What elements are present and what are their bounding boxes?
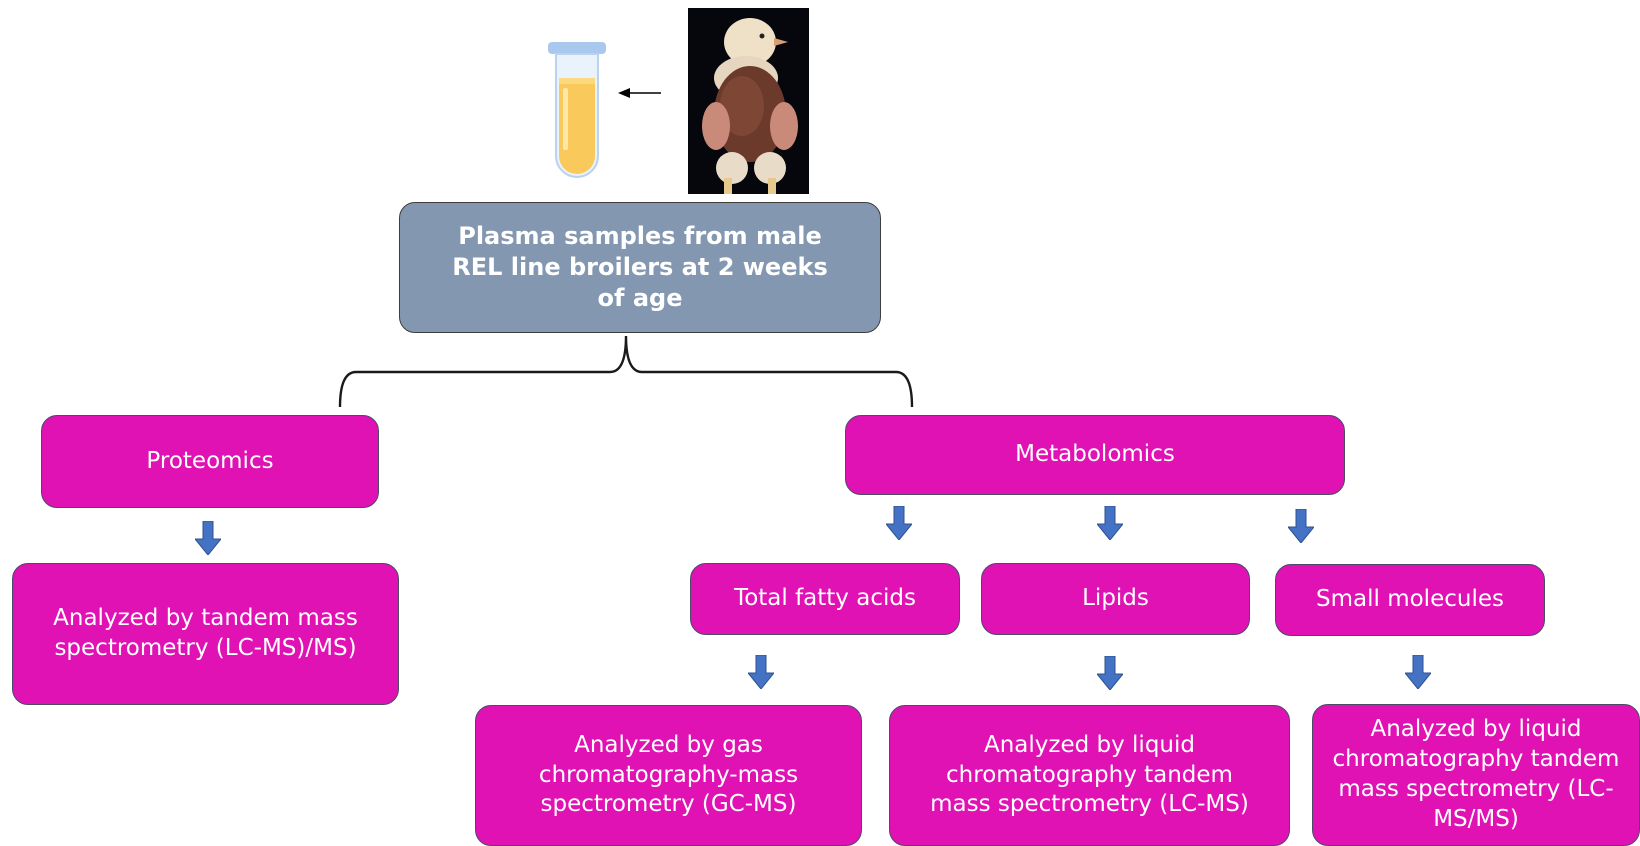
branch-bracket bbox=[338, 335, 914, 408]
lc-ms-ms-method-box: Analyzed by liquid chromatography tandem… bbox=[1312, 704, 1640, 846]
lc-ms-ms-down-arrow-icon bbox=[1405, 655, 1431, 689]
small-molecules-down-arrow-icon bbox=[1288, 509, 1314, 543]
small-molecules-box: Small molecules bbox=[1275, 564, 1545, 636]
lc-ms-ms-method-label: Analyzed by liquid chromatography tandem… bbox=[1332, 716, 1620, 832]
fatty-acids-down-arrow-icon bbox=[886, 506, 912, 540]
proteomics-method-box: Analyzed by tandem mass spectrometry (LC… bbox=[12, 563, 399, 705]
root-plasma-samples-box: Plasma samples from male REL line broile… bbox=[399, 202, 881, 333]
proteomics-label: Proteomics bbox=[146, 447, 274, 474]
total-fatty-acids-label: Total fatty acids bbox=[734, 585, 916, 612]
lc-ms-method-label: Analyzed by liquid chromatography tandem… bbox=[930, 731, 1249, 818]
lipids-down-arrow-icon bbox=[1097, 506, 1123, 540]
lipids-box: Lipids bbox=[981, 563, 1250, 635]
sample-to-tube-arrow bbox=[618, 88, 661, 98]
lc-ms-down-arrow-icon bbox=[1097, 656, 1123, 690]
metabolomics-label: Metabolomics bbox=[1015, 441, 1175, 468]
gc-ms-down-arrow-icon bbox=[748, 655, 774, 689]
chick-specimen-photo bbox=[688, 8, 809, 194]
lc-ms-method-box: Analyzed by liquid chromatography tandem… bbox=[889, 705, 1290, 846]
blood-tube-icon bbox=[548, 42, 606, 178]
total-fatty-acids-box: Total fatty acids bbox=[690, 563, 960, 635]
metabolomics-box: Metabolomics bbox=[845, 415, 1345, 495]
root-label: Plasma samples from male REL line broile… bbox=[452, 221, 828, 313]
lipids-label: Lipids bbox=[1082, 585, 1149, 612]
gc-ms-method-label: Analyzed by gas chromatography-mass spec… bbox=[538, 731, 799, 818]
proteomics-down-arrow-icon bbox=[195, 521, 221, 555]
gc-ms-method-box: Analyzed by gas chromatography-mass spec… bbox=[475, 705, 862, 846]
proteomics-box: Proteomics bbox=[41, 415, 379, 508]
proteomics-method-label: Analyzed by tandem mass spectrometry (LC… bbox=[53, 605, 358, 661]
small-molecules-label: Small molecules bbox=[1316, 586, 1504, 613]
